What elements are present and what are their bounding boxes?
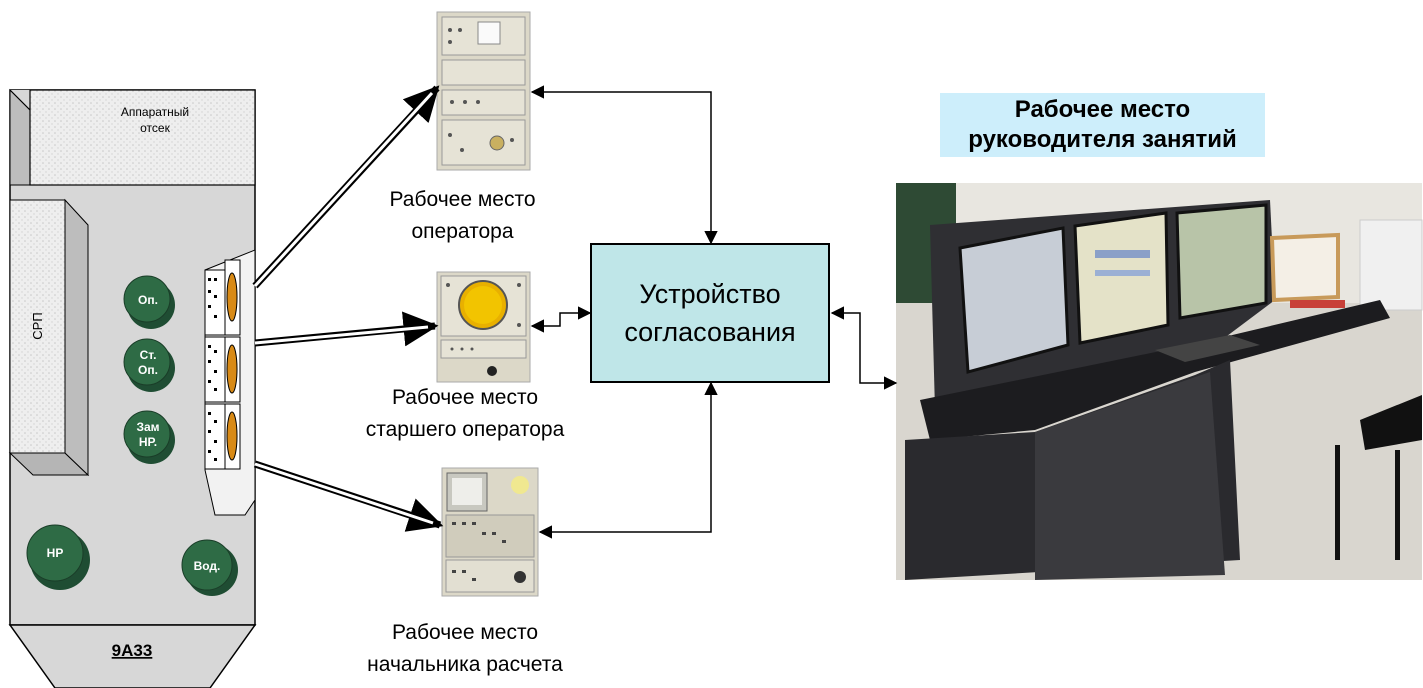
interface-device-line2: согласования — [624, 317, 796, 347]
crew-chief-panel-image — [441, 467, 539, 597]
instructor-title-line2: руководителя занятий — [968, 126, 1237, 153]
senior-operator-workstation-line2: старшего оператора — [365, 418, 565, 441]
seat-driver — [181, 539, 238, 596]
senior-operator-workstation-label: Рабочее место старшего оператора — [340, 382, 590, 446]
seat-label-senior-1: Ст. — [140, 348, 157, 362]
seat-label-deputy-2: НР. — [139, 435, 157, 449]
operator-device-connector — [530, 85, 718, 245]
seat-label-chief: НР — [47, 546, 64, 560]
operator-workstation-line1: Рабочее место — [389, 188, 536, 211]
operator-panel-image — [436, 11, 531, 171]
vehicle-to-crew-chief-arrow — [253, 460, 444, 532]
crew-chief-workstation-line2: начальника расчета — [367, 653, 563, 676]
senior-operator-device-connector — [530, 306, 592, 333]
interface-device-box: Устройство согласования — [590, 243, 830, 383]
hardware-compartment — [9, 88, 256, 186]
seat-operator — [123, 275, 175, 329]
seat-deputy-chief — [123, 410, 175, 464]
operator-workstation-line2: оператора — [411, 220, 514, 243]
instructor-title-line1: Рабочее место — [1014, 96, 1191, 123]
vehicle-to-senior-operator-arrow — [254, 311, 439, 347]
seat-label-deputy-1: Зам — [136, 420, 159, 434]
seat-label-operator: Оп. — [138, 293, 158, 307]
senior-operator-panel-image — [436, 271, 531, 383]
compartment-label-2: отсек — [140, 121, 170, 135]
srp-label: СРП — [30, 312, 45, 339]
instructor-workplace-title: Рабочее место руководителя занятий — [940, 93, 1265, 157]
seat-label-driver: Вод. — [194, 559, 221, 573]
vehicle-console — [204, 249, 256, 516]
vehicle-9a33: Аппаратный отсек СРП Оп. Ст. Оп. Зам НР.… — [8, 88, 257, 688]
crew-chief-workstation-label: Рабочее место начальника расчета — [340, 617, 590, 681]
seat-label-senior-2: Оп. — [138, 363, 158, 377]
operator-workstation-label: Рабочее место оператора — [350, 184, 575, 248]
senior-operator-workstation-line1: Рабочее место — [391, 386, 539, 409]
srp-block — [8, 198, 90, 477]
instructor-workplace-image — [896, 183, 1423, 580]
device-instructor-connector — [830, 306, 898, 390]
vehicle-name: 9А33 — [112, 641, 153, 660]
vehicle-to-operator-arrow — [252, 85, 440, 289]
seat-senior-operator — [123, 338, 175, 392]
crew-chief-device-connector — [538, 381, 718, 539]
interface-device-line1: Устройство — [639, 279, 781, 309]
crew-chief-workstation-line1: Рабочее место — [391, 621, 539, 644]
seat-crew-chief — [26, 524, 90, 590]
compartment-label-1: Аппаратный — [121, 105, 189, 119]
